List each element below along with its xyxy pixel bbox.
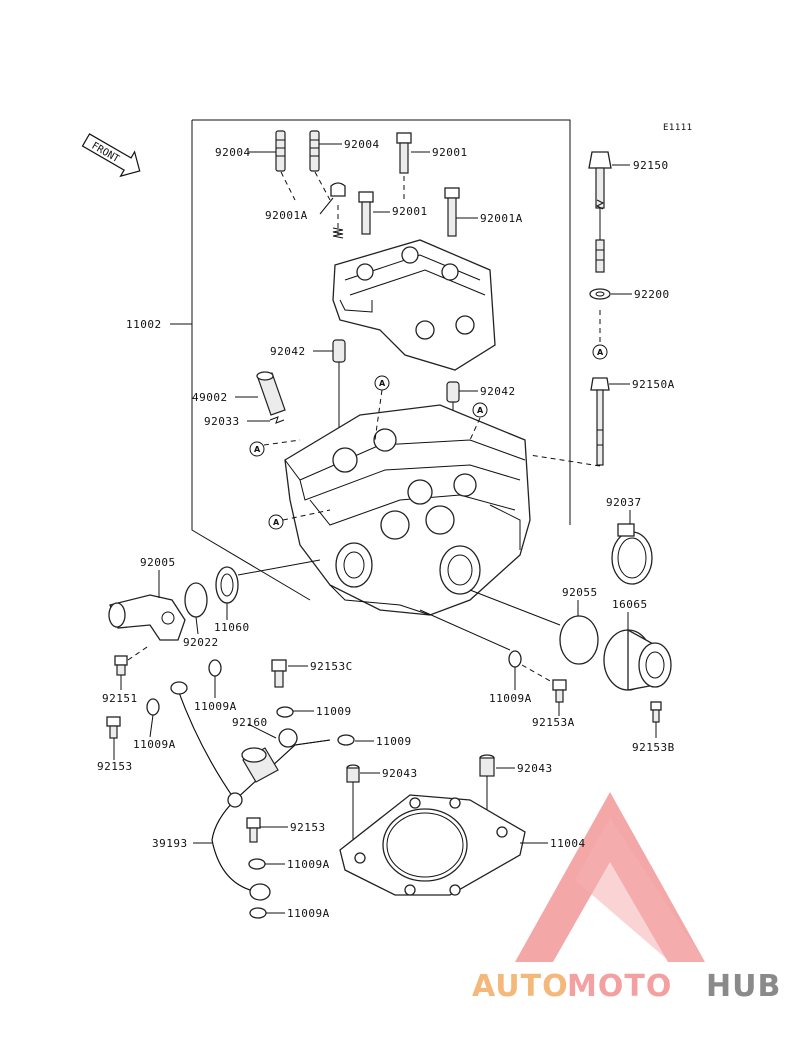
label-92153-lower: 92153 (290, 821, 326, 834)
dowel-92042-right (446, 381, 460, 403)
cylinder-head (284, 404, 531, 616)
label-11009A-mid: 11009A (194, 700, 237, 713)
carb-holder-16065 (603, 628, 672, 691)
clip-92033 (269, 416, 285, 424)
cap-nut-92001A (330, 182, 346, 197)
label-92042-right: 92042 (480, 385, 516, 398)
label-11009A-low2: 11009A (287, 907, 330, 920)
label-11009A-left: 11009A (133, 738, 176, 751)
label-92004-right: 92004 (344, 138, 380, 151)
label-39193: 39193 (152, 837, 188, 850)
label-92055: 92055 (562, 586, 598, 599)
watermark-auto: AUTO (472, 969, 569, 1004)
marker-a-4: A (268, 514, 284, 530)
washer-11009A-left (146, 698, 160, 716)
label-92153B: 92153B (632, 741, 675, 754)
svg-text:A: A (379, 379, 386, 388)
label-92037: 92037 (606, 496, 642, 509)
label-92001-top: 92001 (432, 146, 468, 159)
label-92150A: 92150A (632, 378, 675, 391)
bolt-92151 (114, 655, 128, 676)
watermark: AUTO MOTO HUB (472, 792, 781, 1004)
dowel-92043-left (346, 764, 360, 783)
stud-92004-left (275, 130, 286, 172)
clamp-92037 (611, 523, 653, 585)
oil-pipe-39193 (170, 681, 331, 901)
label-92160: 92160 (232, 716, 268, 729)
bolt-92001-top (396, 132, 412, 174)
watermark-hub: HUB (706, 969, 781, 1004)
bolt-92153B (650, 701, 662, 723)
marker-a-5: A (592, 344, 608, 360)
marker-a-3: A (249, 441, 265, 457)
label-92022: 92022 (183, 636, 219, 649)
bolt-92153-left (106, 716, 121, 739)
front-arrow-icon: FRONT (81, 133, 141, 178)
watermark-moto: MOTO (567, 969, 672, 1004)
label-92042-left: 92042 (270, 345, 306, 358)
marker-a-1: A (374, 375, 390, 391)
camshaft-holder (332, 239, 496, 371)
head-gasket-11004 (339, 794, 526, 896)
washer-11009A-low2 (249, 907, 267, 919)
label-92004-left: 92004 (215, 146, 251, 159)
label-11009-upper: 11009 (316, 705, 352, 718)
dowel-92042-left (332, 339, 346, 363)
bolt-92001-mid (358, 191, 374, 235)
stud-92004-right (309, 130, 320, 172)
washer-92200 (589, 288, 611, 300)
o-ring-92022 (184, 582, 208, 618)
label-92150: 92150 (633, 159, 669, 172)
label-92153-left: 92153 (97, 760, 133, 773)
label-92153C: 92153C (310, 660, 353, 673)
bolt-92001A-right (444, 187, 460, 237)
label-92033: 92033 (204, 415, 240, 428)
label-11009A-low1: 11009A (287, 858, 330, 871)
label-16065: 16065 (612, 598, 648, 611)
svg-text:A: A (254, 445, 261, 454)
label-92200: 92200 (634, 288, 670, 301)
label-11002: 11002 (126, 318, 162, 331)
marker-a-2: A (472, 402, 488, 418)
label-92153A: 92153A (532, 716, 575, 729)
bolt-92153C (271, 659, 287, 688)
dowel-92043-right (479, 754, 495, 777)
label-11009-lower: 11009 (376, 735, 412, 748)
washer-11009A-right (508, 650, 522, 668)
water-fitting-92005 (108, 594, 186, 641)
label-49002: 49002 (192, 391, 228, 404)
sleeve-92160 (241, 747, 279, 783)
label-92043-left: 92043 (382, 767, 418, 780)
banjo-fitting (276, 706, 355, 748)
gasket-11060 (215, 566, 239, 604)
reference-code: E1111 (663, 123, 693, 133)
label-92001A-right: 92001A (480, 212, 523, 225)
label-11009A-right: 11009A (489, 692, 532, 705)
tube-49002 (256, 371, 286, 416)
washer-11009A-low1 (248, 858, 266, 870)
spring-small (332, 227, 344, 239)
label-92001-mid: 92001 (392, 205, 428, 218)
washer-11009A-mid (208, 659, 222, 677)
bolt-92153-lower (246, 817, 261, 843)
label-11004: 11004 (550, 837, 586, 850)
o-ring-92055 (559, 615, 599, 665)
assembly-bracket (191, 119, 571, 601)
label-92001A-left: 92001A (265, 209, 308, 222)
svg-text:A: A (477, 406, 484, 415)
bolt-92150A (590, 377, 610, 466)
label-11060: 11060 (214, 621, 250, 634)
label-92151: 92151 (102, 692, 138, 705)
label-92005: 92005 (140, 556, 176, 569)
label-92043-right: 92043 (517, 762, 553, 775)
bolt-92153A (552, 679, 567, 703)
svg-text:A: A (273, 518, 280, 527)
svg-text:A: A (597, 348, 604, 357)
